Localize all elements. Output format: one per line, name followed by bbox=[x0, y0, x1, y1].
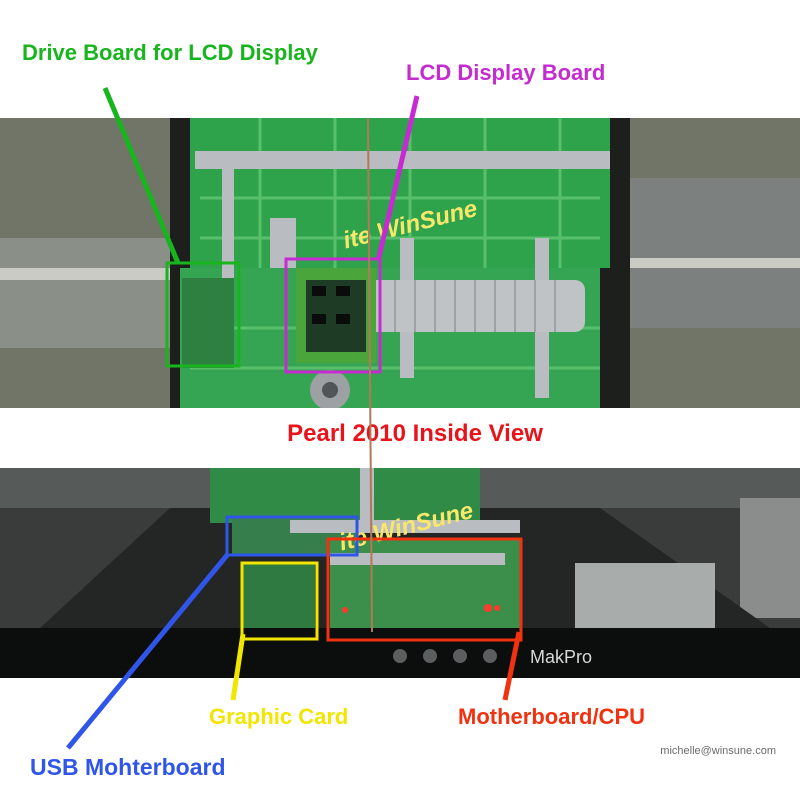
drive-board-label: Drive Board for LCD Display bbox=[22, 40, 318, 65]
top-photo-drawing: ite WinSune bbox=[0, 118, 800, 408]
drive-board-pointer bbox=[102, 87, 181, 264]
motherboard-pointer bbox=[502, 631, 522, 701]
contact-email: michelle@winsune.com bbox=[660, 745, 776, 757]
usb-board-box bbox=[225, 515, 359, 557]
panel-brand-text: MakPro bbox=[530, 647, 592, 667]
bottom-photo-drawing: MakPro ite WinSune bbox=[0, 468, 800, 678]
lcd-board-box bbox=[284, 257, 382, 374]
top-photo: ite WinSune bbox=[0, 118, 800, 408]
usb-board-label: USB Mohterboard bbox=[30, 754, 226, 780]
usb-board-pointer bbox=[66, 552, 230, 750]
page-title: Pearl 2010 Inside View bbox=[287, 420, 543, 447]
lcd-board-label: LCD Display Board bbox=[406, 60, 606, 85]
lcd-board-pointer bbox=[375, 95, 420, 262]
graphic-card-label: Graphic Card bbox=[209, 704, 349, 729]
rod-line bbox=[367, 117, 373, 633]
motherboard-label: Motherboard/CPU bbox=[458, 704, 645, 729]
graphic-card-box bbox=[240, 561, 319, 641]
graphic-card-pointer bbox=[230, 633, 246, 701]
bottom-photo: MakPro ite WinSune bbox=[0, 468, 800, 678]
drive-board-box bbox=[165, 261, 241, 368]
motherboard-box bbox=[326, 537, 523, 642]
title-bar bbox=[62, 408, 768, 468]
